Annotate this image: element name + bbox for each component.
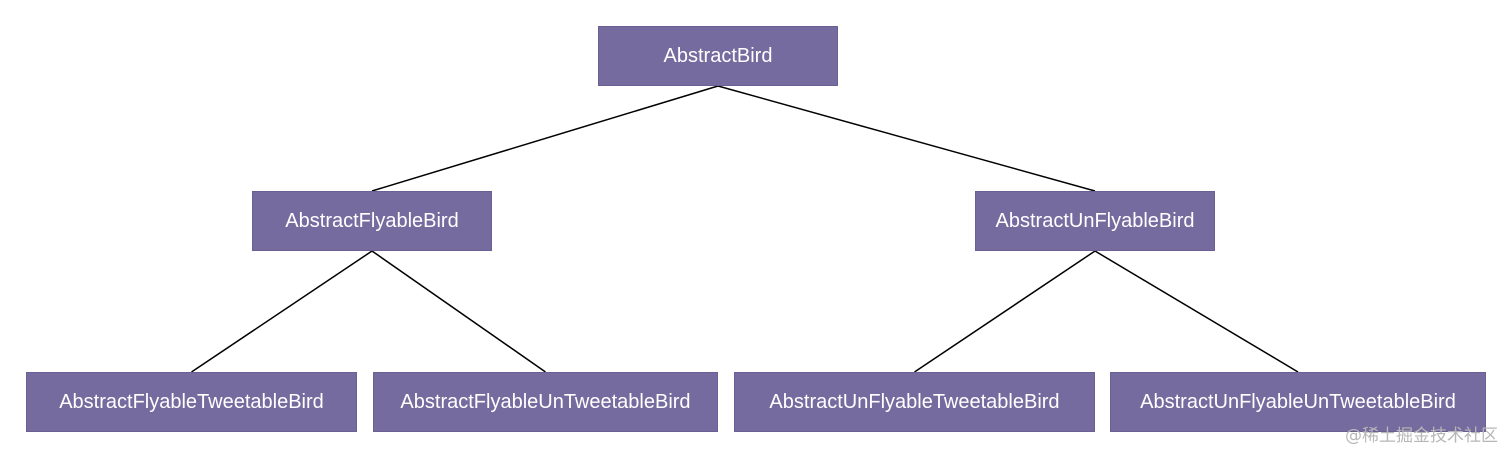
edge-unfly-to-unfly_tweet: [914, 250, 1096, 373]
watermark-text: @稀土掘金技术社区: [1345, 426, 1498, 446]
node-abstract-unflyable-untweetable-bird: AbstractUnFlyableUnTweetableBird: [1110, 372, 1486, 432]
node-abstract-bird: AbstractBird: [598, 26, 838, 86]
edge-unfly-to-unfly_untweet: [1094, 250, 1299, 373]
node-abstract-flyable-untweetable-bird: AbstractFlyableUnTweetableBird: [373, 372, 718, 432]
node-abstract-unflyable-tweetable-bird: AbstractUnFlyableTweetableBird: [734, 372, 1095, 432]
edge-fly-to-fly_untweet: [371, 250, 546, 373]
node-abstract-flyable-tweetable-bird: AbstractFlyableTweetableBird: [26, 372, 357, 432]
edge-root-to-fly: [371, 85, 719, 192]
edge-root-to-unfly: [717, 85, 1096, 192]
node-abstract-unflyable-bird: AbstractUnFlyableBird: [975, 191, 1215, 251]
edge-fly-to-fly_tweet: [191, 250, 373, 373]
node-abstract-flyable-bird: AbstractFlyableBird: [252, 191, 492, 251]
